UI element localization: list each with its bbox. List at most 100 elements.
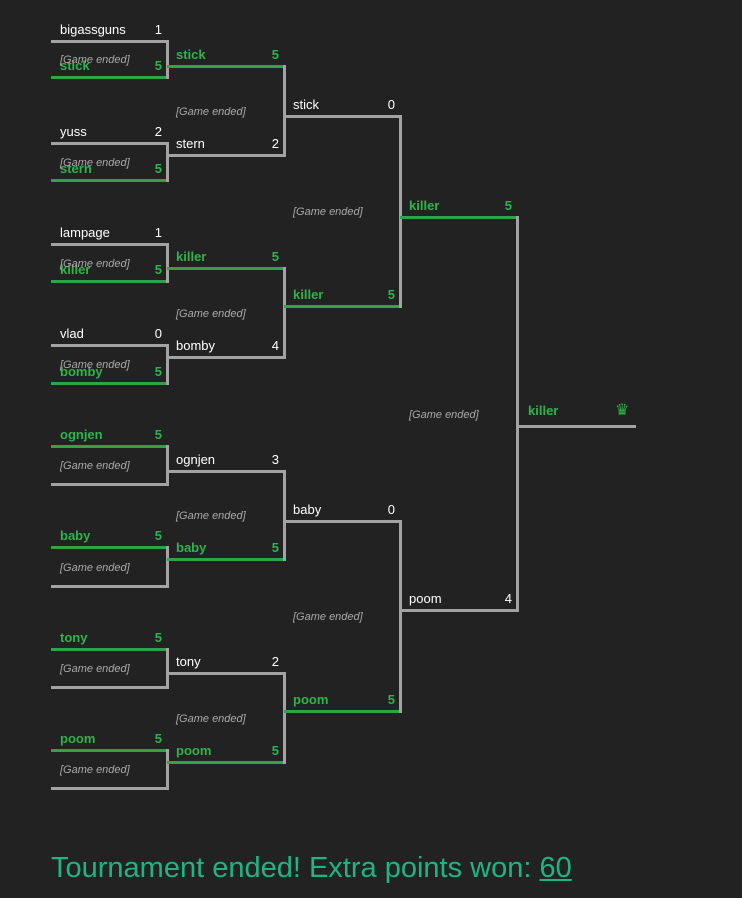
bracket-connector [399,520,402,713]
player-score: 5 [154,528,162,543]
match-status: [Game ended] [60,54,130,66]
match-status: [Game ended] [176,510,246,522]
bracket-connector [166,648,169,689]
bracket-line [51,686,167,689]
player-name[interactable]: poom [293,692,329,707]
winner-line [51,749,167,752]
player-score: 0 [387,502,395,517]
winner-line [51,382,167,385]
match-status: [Game ended] [293,611,363,623]
player-name[interactable]: baby [176,540,207,555]
player-score: 2 [271,654,279,669]
player-score: 4 [271,338,279,353]
bracket-connector [283,267,286,359]
winner-line [51,76,167,79]
player-name[interactable]: bomby [176,338,216,353]
player-score: 0 [154,326,162,341]
player-name[interactable]: bigassguns [60,22,126,37]
bracket-line [51,344,167,347]
player-score: 4 [504,591,512,606]
player-score: 5 [154,427,162,442]
winner-line [51,179,167,182]
player-name[interactable]: vlad [60,326,84,341]
extra-points-link[interactable]: 60 [539,852,572,884]
bracket-connector [166,142,169,182]
champion-line [517,425,636,428]
bracket-connector [283,470,286,561]
footer-text: Tournament ended! Extra points won: [51,852,540,884]
champion-name[interactable]: killer [528,403,559,418]
bracket-connector [166,40,169,79]
match-status: [Game ended] [409,409,479,421]
bracket-line [51,40,167,43]
winner-line [167,761,284,764]
player-score: 1 [154,225,162,240]
player-score: 1 [154,22,162,37]
player-score: 5 [154,58,162,73]
player-score: 5 [271,47,279,62]
bracket-line [51,483,167,486]
player-score: 5 [154,364,162,379]
player-name[interactable]: stern [176,136,205,151]
tournament-ended-message: Tournament ended! Extra points won: 60 [51,849,572,887]
player-name[interactable]: ognjen [176,452,216,467]
player-name[interactable]: killer [176,249,207,264]
winner-line [284,305,400,308]
player-name[interactable]: bomby [60,364,103,379]
player-name[interactable]: killer [60,262,91,277]
winner-line [167,267,284,270]
player-score: 5 [154,630,162,645]
player-name[interactable]: poom [60,731,96,746]
bracket-connector [283,65,286,157]
match-status: [Game ended] [176,713,246,725]
player-name[interactable]: baby [293,502,322,517]
player-score: 3 [271,452,279,467]
player-score: 5 [154,161,162,176]
bracket-line [51,243,167,246]
player-name[interactable]: stick [60,58,90,73]
match-status: [Game ended] [60,764,130,776]
winner-line [51,648,167,651]
player-name[interactable]: killer [293,287,324,302]
bracket-connector [166,243,169,283]
bracket-line [51,142,167,145]
match-status: [Game ended] [60,562,130,574]
match-status: [Game ended] [60,157,130,169]
player-name[interactable]: poom [176,743,212,758]
player-name[interactable]: stick [293,97,319,112]
match-status: [Game ended] [60,359,130,371]
player-name[interactable]: stick [176,47,206,62]
match-status: [Game ended] [176,308,246,320]
player-name[interactable]: tony [176,654,201,669]
bracket-line [284,520,400,523]
match-status: [Game ended] [176,106,246,118]
winner-line [400,216,517,219]
bracket-line [167,154,284,157]
player-score: 5 [387,287,395,302]
player-name[interactable]: yuss [60,124,87,139]
bracket-connector [399,115,402,308]
winner-line [284,710,400,713]
player-name[interactable]: baby [60,528,91,543]
player-score: 2 [154,124,162,139]
winner-line [167,65,284,68]
match-status: [Game ended] [293,206,363,218]
player-score: 5 [271,743,279,758]
player-score: 5 [154,262,162,277]
player-score: 2 [271,136,279,151]
player-name[interactable]: lampage [60,225,110,240]
player-name[interactable]: poom [409,591,442,606]
bracket-line [167,672,284,675]
bracket-connector [166,445,169,486]
bracket-line [51,787,167,790]
player-score: 5 [504,198,512,213]
player-name[interactable]: ognjen [60,427,103,442]
bracket-line [51,585,167,588]
player-score: 5 [271,540,279,555]
crown-icon: ♛ [615,402,630,419]
bracket-line [167,356,284,359]
player-name[interactable]: killer [409,198,440,213]
player-name[interactable]: stern [60,161,92,176]
player-name[interactable]: tony [60,630,88,645]
